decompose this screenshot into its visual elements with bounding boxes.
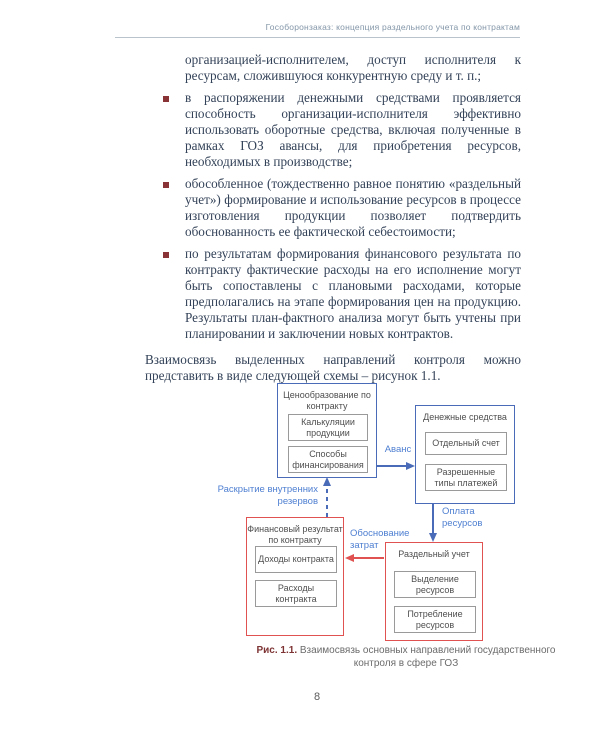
bullet-text: обособленное (тождественно равное поняти… — [185, 176, 521, 239]
diagram-box-finresult: Финансовый результат по контракту Доходы… — [246, 517, 344, 636]
diagram-subbox: Выделение ресурсов — [394, 571, 476, 598]
bullet-item: по результатам формирования финансового … — [145, 246, 521, 342]
body-text: организацией-исполнителем, доступ исполн… — [145, 52, 521, 384]
figure-caption: Рис. 1.1. Взаимосвязь основных направлен… — [256, 644, 556, 670]
diagram-box-title: Раздельный учет — [398, 549, 470, 559]
diagram-box-title: Ценообразование по контракту — [283, 390, 371, 411]
paragraph-continuation: организацией-исполнителем, доступ исполн… — [185, 52, 521, 83]
diagram-box-pricing: Ценообразование по контракту Калькуляции… — [277, 383, 377, 478]
bullet-gutter — [145, 90, 185, 170]
diagram-subbox: Разрешенные типы платежей — [425, 464, 507, 491]
figure-caption-text: Взаимосвязь основных направлений государ… — [299, 645, 556, 669]
diagram-subbox: Доходы контракта — [255, 546, 337, 573]
diagram-box-title: Финансовый результат по контракту — [247, 524, 343, 545]
diagram-subbox: Потребление ресурсов — [394, 606, 476, 633]
arrow-label-payment: Оплата ресурсов — [442, 506, 483, 529]
bullet-square-icon — [163, 182, 169, 188]
bullet-item: обособленное (тождественно равное поняти… — [145, 176, 521, 240]
diagram-subbox: Отдельный счет — [425, 432, 507, 455]
bullet-square-icon — [163, 252, 169, 258]
arrow-label-advance: Аванс — [384, 444, 412, 455]
bullet-text: по результатам формирования финансового … — [185, 246, 521, 341]
arrow-label-disclosure: Раскрытие внутренних резервов — [217, 484, 318, 507]
bullet-gutter — [145, 176, 185, 240]
diagram-box-money: Денежные средства Отдельный счет Разреше… — [415, 405, 515, 504]
diagram-subbox: Расходы контракта — [255, 580, 337, 607]
paragraph: Взаимосвязь выделенных направлений контр… — [145, 352, 521, 383]
diagram-subbox: Способы финансирования — [288, 446, 368, 473]
bullet-text: в распоряжении денежными средствами проя… — [185, 90, 521, 169]
figure-1-1: Ценообразование по контракту Калькуляции… — [0, 378, 600, 670]
diagram-box-separate: Раздельный учет Выделение ресурсов Потре… — [385, 542, 483, 641]
running-head: Гособоронзаказ: концепция раздельного уч… — [115, 22, 520, 38]
arrow-label-justification: Обоснование затрат — [350, 528, 410, 551]
diagram-box-title: Денежные средства — [423, 412, 507, 422]
bullet-item: в распоряжении денежными средствами проя… — [145, 90, 521, 170]
figure-caption-number: Рис. 1.1. — [256, 645, 298, 656]
bullet-square-icon — [163, 96, 169, 102]
bullet-gutter — [145, 246, 185, 342]
diagram-subbox: Калькуляции продукции — [288, 414, 368, 441]
page-number: 8 — [313, 691, 321, 703]
